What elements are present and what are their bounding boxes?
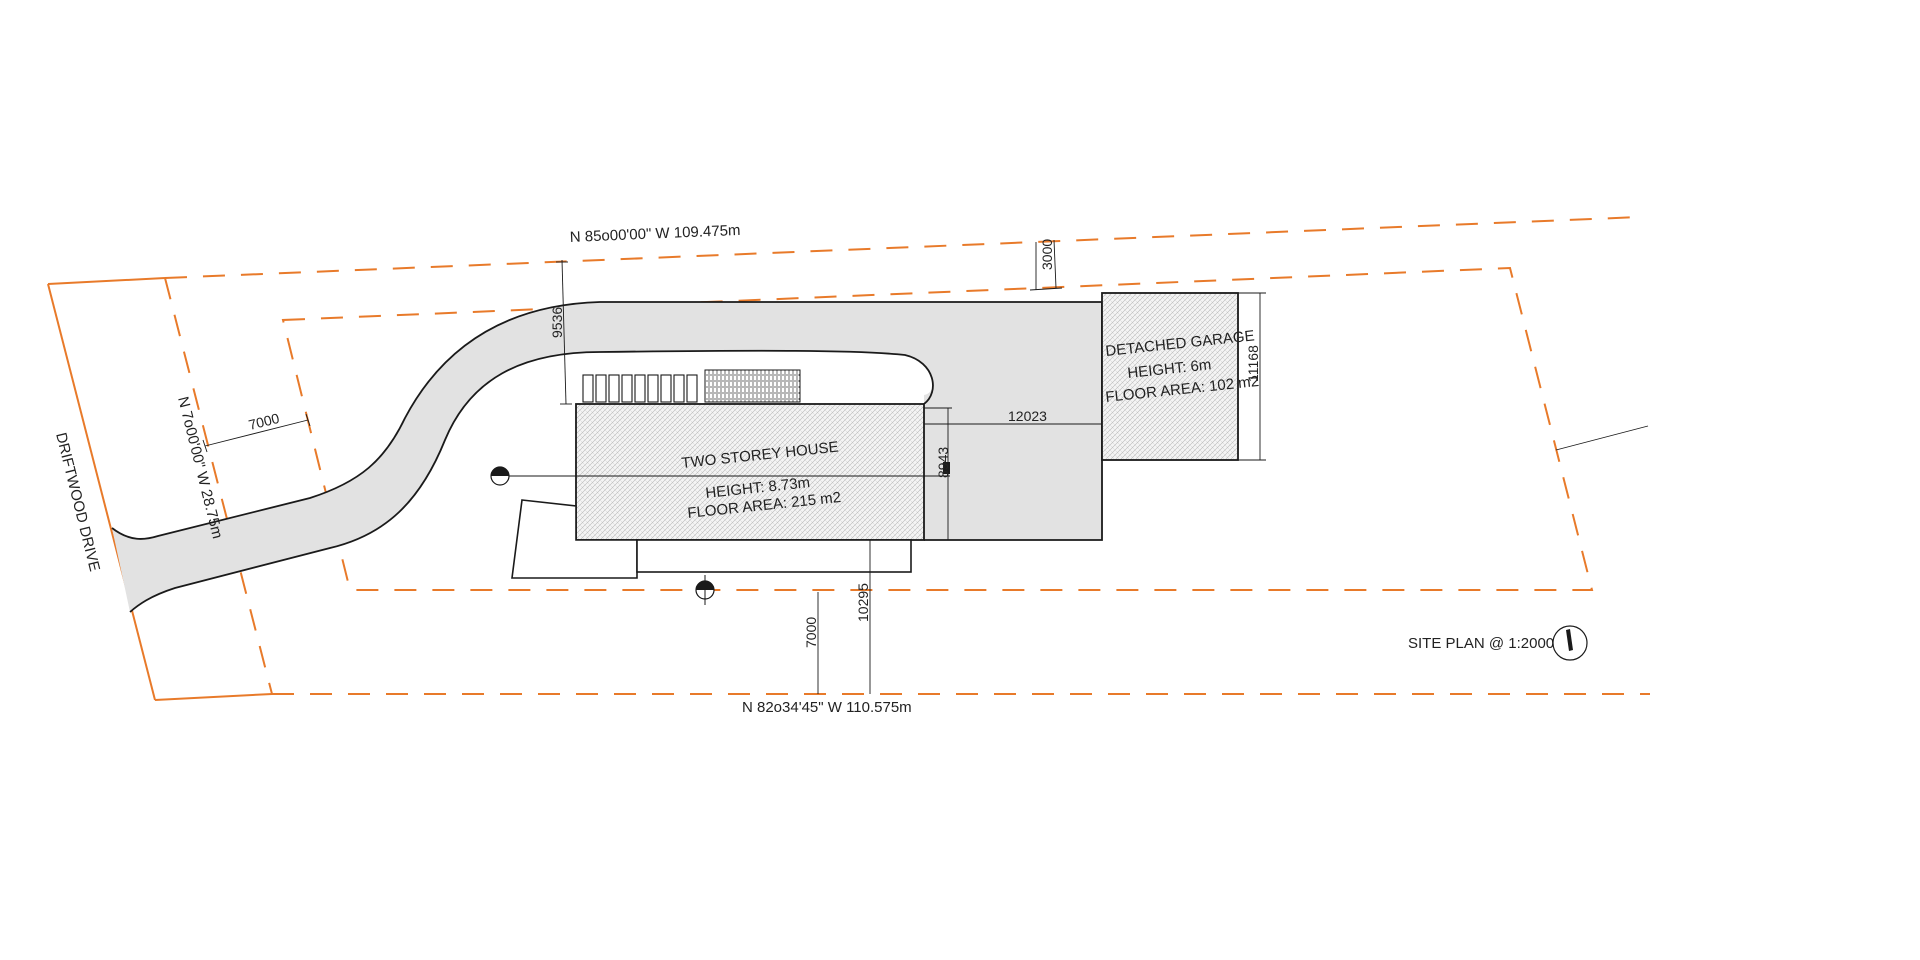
dim-north-setback: 9536 [549, 307, 565, 338]
dim-south-setback: 10295 [855, 583, 871, 622]
dim-house-depth: 8943 [935, 447, 951, 478]
dim-garage-depth: 11168 [1245, 345, 1261, 382]
south-bearing-label: N 82o34'45" W 110.575m [742, 699, 912, 716]
dim-garage-offset: 3000 [1039, 239, 1055, 270]
parking-stalls [582, 369, 801, 403]
north-bearing-label: N 85o00'00" W 109.475m [569, 222, 740, 246]
driveway-curve [112, 302, 1102, 612]
section-markers [490, 466, 715, 605]
plan-title: SITE PLAN @ 1:2000 [1408, 635, 1554, 652]
property-line-sw [154, 693, 273, 701]
garage-footprint [1101, 292, 1239, 461]
driveway [111, 301, 1103, 613]
driveway-outline-north [111, 301, 1102, 540]
house: TWO STOREY HOUSE HEIGHT: 8.73m FLOOR ARE… [511, 403, 925, 579]
forecourt [924, 404, 1102, 540]
house-porch-south [636, 539, 912, 573]
dim-house-to-garage: 12023 [1008, 408, 1047, 424]
street-name-label: DRIFTWOOD DRIVE [52, 431, 103, 573]
deck [704, 369, 801, 403]
dimensions: 9536 3000 12023 8943 11168 7000 7000 102… [202, 239, 1649, 694]
dim-rear-setback: 7000 [803, 617, 819, 648]
west-bearing-label: N 7o00'00" W 28.75m [174, 395, 226, 541]
house-footprint [575, 403, 925, 541]
garage: DETACHED GARAGE HEIGHT: 6m FLOOR AREA: 1… [1101, 292, 1260, 461]
north-arrow-icon [1552, 625, 1588, 661]
section-marker-west [490, 466, 510, 486]
dim-front-setback: 7000 [247, 410, 281, 433]
section-marker-south [695, 575, 715, 605]
property-line-north [164, 216, 1641, 279]
setback-line-west [164, 277, 273, 695]
title-block: SITE PLAN @ 1:2000 [1408, 625, 1588, 661]
property-line-west [47, 277, 166, 285]
driveway-outline-south [129, 349, 934, 613]
property-line-street [47, 283, 156, 701]
